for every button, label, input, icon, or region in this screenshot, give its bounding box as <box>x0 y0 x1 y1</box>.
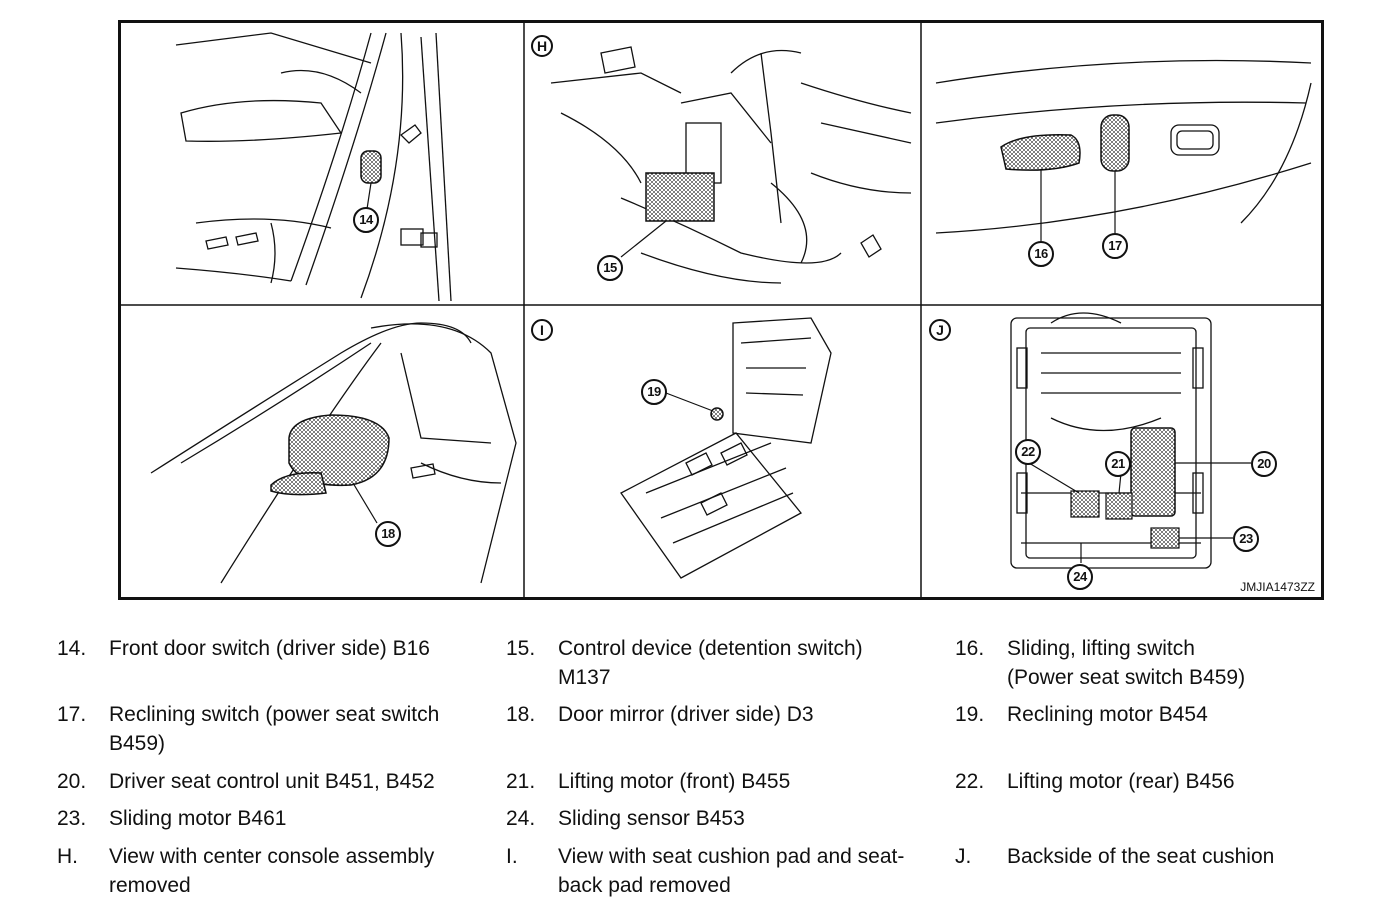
legend-text: Driver seat control unit B451, B452 <box>109 770 435 793</box>
leader-18 <box>352 482 378 524</box>
legend-num: J. <box>955 845 972 868</box>
legend-num: 16. <box>955 637 985 660</box>
legend-num: 15. <box>506 637 536 660</box>
door-opening-illustration <box>175 32 452 302</box>
callout-23: 23 <box>1233 526 1259 552</box>
legend-num: H. <box>57 845 78 868</box>
legend-text: Backside of the seat cushion <box>1007 845 1275 868</box>
seat-side-illustration <box>935 59 1312 234</box>
lifting-motor-front-shape <box>1105 492 1133 520</box>
seat-frame-illustration <box>620 317 832 579</box>
seat-cushion-illustration <box>1010 312 1212 569</box>
legend-text: Lifting motor (rear) B456 <box>1007 770 1235 793</box>
front-door-switch-shape <box>360 150 382 184</box>
callout-14: 14 <box>353 207 379 233</box>
panel-label-j: J <box>929 319 951 341</box>
legend-text: Lifting motor (front) B455 <box>558 770 791 793</box>
reclining-switch-shape <box>1100 114 1130 172</box>
callout-18: 18 <box>375 521 401 547</box>
callout-22: 22 <box>1015 439 1041 465</box>
leader-22 <box>1028 462 1080 494</box>
control-unit-shape <box>1130 427 1176 517</box>
callout-17: 17 <box>1102 233 1128 259</box>
panel-label-h: H <box>531 35 553 57</box>
car-illustration <box>150 322 517 584</box>
callout-15: 15 <box>597 255 623 281</box>
legend-num: 19. <box>955 703 985 726</box>
legend-num: 24. <box>506 807 536 830</box>
callout-16: 16 <box>1028 241 1054 267</box>
sliding-motor-shape <box>1150 527 1180 549</box>
legend-num: I. <box>506 845 518 868</box>
panel-label-i: I <box>531 319 553 341</box>
legend-text: View with seat cushion pad and seat- bac… <box>558 845 905 897</box>
leader-15 <box>620 220 667 258</box>
sliding-lifting-switch-shape <box>1000 134 1081 171</box>
console-illustration <box>550 46 912 284</box>
legend-text: Control device (detention switch) M137 <box>558 637 863 689</box>
legend-num: 21. <box>506 770 536 793</box>
legend-num: 17. <box>57 703 87 726</box>
legend-num: 18. <box>506 703 536 726</box>
figure-code: JMJIA1473ZZ <box>1240 580 1315 594</box>
callout-24: 24 <box>1067 564 1093 590</box>
diagram-figure: H I J 14 15 16 17 18 19 20 21 22 23 24 J… <box>118 20 1324 600</box>
lifting-motor-rear-shape <box>1070 490 1100 518</box>
control-device-shape <box>645 172 715 222</box>
legend-num: 20. <box>57 770 87 793</box>
legend-num: 22. <box>955 770 985 793</box>
legend-num: 23. <box>57 807 87 830</box>
legend-num: 14. <box>57 637 87 660</box>
callout-21: 21 <box>1105 451 1131 477</box>
reclining-motor-shape <box>710 407 724 421</box>
legend: 14. Front door switch (driver side) B16 … <box>0 628 1376 906</box>
leader-14 <box>366 182 372 210</box>
legend-text: View with center console assembly remove… <box>109 845 435 897</box>
door-mirror-base-shape <box>270 472 327 496</box>
legend-text: Front door switch (driver side) B16 <box>109 637 430 660</box>
diagram-drawing <box>121 23 1321 597</box>
legend-text: Door mirror (driver side) D3 <box>558 703 814 726</box>
legend-text: Sliding motor B461 <box>109 807 287 830</box>
legend-text: Reclining motor B454 <box>1007 703 1208 726</box>
legend-text: Sliding, lifting switch (Power seat swit… <box>1007 637 1246 689</box>
legend-text: Sliding sensor B453 <box>558 807 745 830</box>
callout-20: 20 <box>1251 451 1277 477</box>
legend-text: Reclining switch (power seat switch B459… <box>109 703 440 755</box>
leader-19 <box>665 392 714 412</box>
callout-19: 19 <box>641 379 667 405</box>
